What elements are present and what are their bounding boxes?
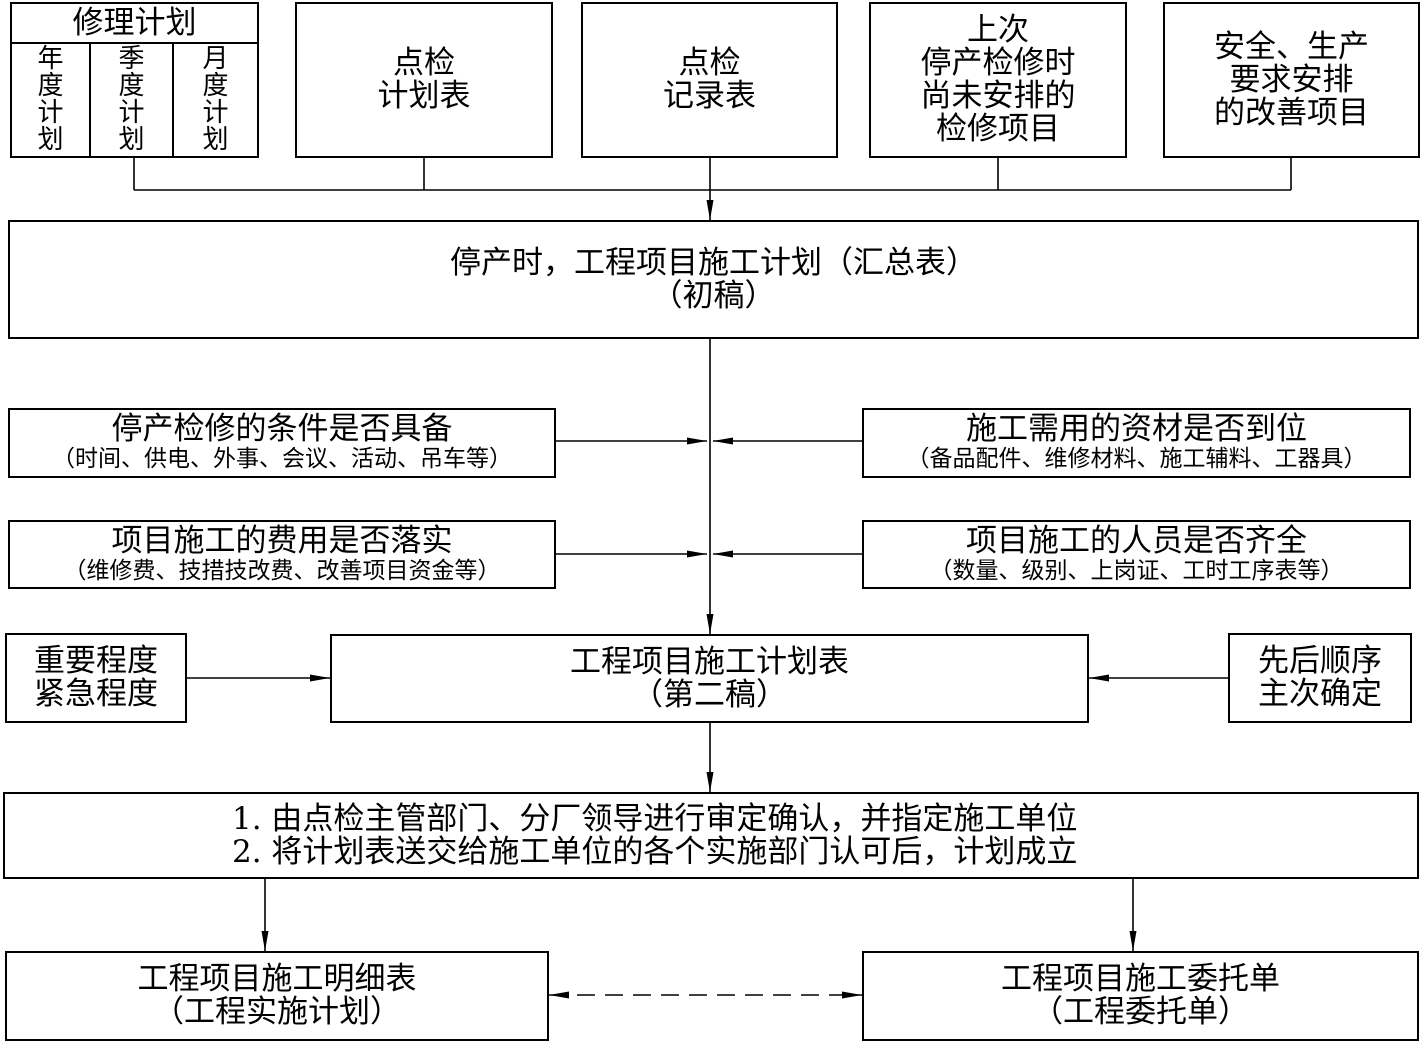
check-title: 施工需用的资材是否到位 <box>966 411 1307 447</box>
box-line: （第二稿） <box>632 676 787 713</box>
box-line: 工程项目施工委托单 <box>1001 961 1280 997</box>
box-line: 的改善项目 <box>1214 94 1369 131</box>
box-line: 工程项目施工计划表 <box>570 643 849 680</box>
box-line: 紧急程度 <box>34 676 158 712</box>
box-line: 停产时，工程项目施工计划（汇总表） <box>450 244 977 281</box>
box-line: 先后顺序 <box>1258 643 1382 679</box>
materials-check-box: 施工需用的资材是否到位 （备品配件、维修材料、施工辅料、工器具） <box>862 408 1411 478</box>
approval-step-2: 2. 将计划表送交给施工单位的各个实施部门认可后，计划成立 <box>232 833 1078 870</box>
repair-plan-box: 修理计划 年度计划 季度计划 月度计划 <box>10 2 259 158</box>
plan-col-annual-label: 年度计划 <box>37 44 64 155</box>
plan-col-quarterly-label: 季度计划 <box>118 44 145 155</box>
check-title: 项目施工的人员是否齐全 <box>966 522 1307 559</box>
plan-col-annual: 年度计划 <box>12 44 91 156</box>
improvement-items-box: 安全、生产 要求安排 的改善项目 <box>1163 2 1420 158</box>
box-line: 检修项目 <box>936 111 1060 147</box>
box-line: 重要程度 <box>34 643 158 679</box>
inspection-record-box: 点检 记录表 <box>581 2 838 158</box>
box-line: 安全、生产 <box>1214 28 1369 65</box>
box-line: （工程委托单） <box>1032 994 1249 1030</box>
second-draft-box: 工程项目施工计划表 （第二稿） <box>330 634 1089 723</box>
box-line: 上次 <box>967 12 1029 48</box>
summary-plan-box: 停产时，工程项目施工计划（汇总表） （初稿） <box>8 220 1419 339</box>
check-detail: （备品配件、维修材料、施工辅料、工器具） <box>906 446 1367 472</box>
approval-box: 1. 由点检主管部门、分厂领导进行审定确认，并指定施工单位 2. 将计划表送交给… <box>3 792 1419 879</box>
box-line: 记录表 <box>663 78 756 114</box>
priority-box: 重要程度 紧急程度 <box>5 633 187 723</box>
check-title: 停产检修的条件是否具备 <box>111 411 453 447</box>
approval-step-1: 1. 由点检主管部门、分厂领导进行审定确认，并指定施工单位 <box>232 800 1078 837</box>
funding-check-box: 项目施工的费用是否落实 （维修费、技措技改费、改善项目资金等） <box>8 520 556 589</box>
box-line: （初稿） <box>651 277 776 314</box>
box-line: 点检 <box>678 45 741 81</box>
check-detail: （数量、级别、上岗证、工时工序表等） <box>929 557 1344 584</box>
plan-col-monthly: 月度计划 <box>174 44 257 156</box>
check-detail: （时间、供电、外事、会议、活动、吊车等） <box>52 446 512 472</box>
box-line: 停产检修时 <box>920 45 1076 81</box>
box-line: 点检 <box>393 45 455 81</box>
plan-col-monthly-label: 月度计划 <box>202 44 229 155</box>
box-line: 计划表 <box>377 78 471 114</box>
box-line: 尚未安排的 <box>920 78 1076 114</box>
personnel-check-box: 项目施工的人员是否齐全 （数量、级别、上岗证、工时工序表等） <box>862 520 1411 589</box>
box-line: 主次确定 <box>1258 676 1382 712</box>
box-line: 要求安排 <box>1229 61 1354 98</box>
conditions-check-box: 停产检修的条件是否具备 （时间、供电、外事、会议、活动、吊车等） <box>8 408 556 478</box>
plan-col-quarterly: 季度计划 <box>91 44 174 156</box>
box-line: 工程项目施工明细表 <box>137 961 417 997</box>
detail-list-box: 工程项目施工明细表 （工程实施计划） <box>5 951 549 1041</box>
repair-plan-title: 修理计划 <box>12 4 257 44</box>
sequence-box: 先后顺序 主次确定 <box>1228 633 1412 723</box>
check-title: 项目施工的费用是否落实 <box>111 522 453 559</box>
repair-plan-columns: 年度计划 季度计划 月度计划 <box>12 44 257 156</box>
box-line: （工程实施计划） <box>153 994 401 1030</box>
unscheduled-items-box: 上次 停产检修时 尚未安排的 检修项目 <box>869 2 1127 158</box>
inspection-plan-box: 点检 计划表 <box>295 2 553 158</box>
check-detail: （维修费、技措技改费、改善项目资金等） <box>63 557 501 584</box>
commission-box: 工程项目施工委托单 （工程委托单） <box>862 951 1419 1041</box>
